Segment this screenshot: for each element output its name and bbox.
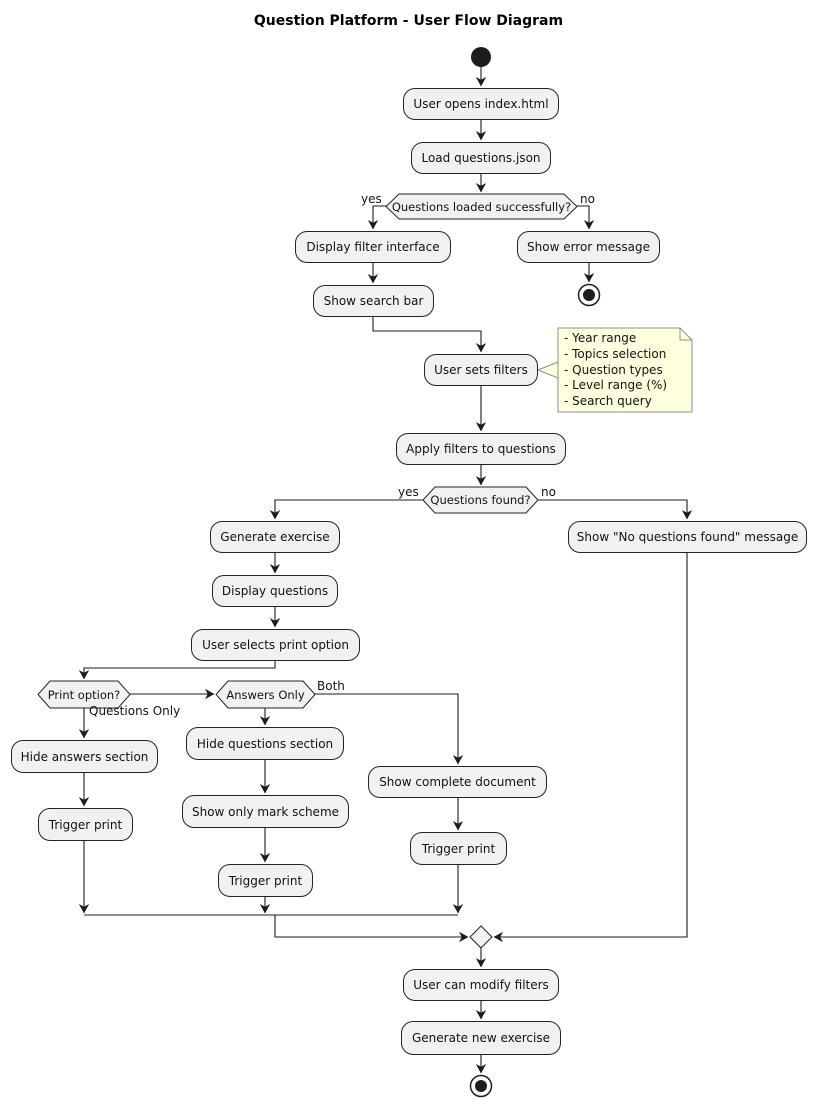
edge-label-found-no: no <box>541 485 556 499</box>
note-fold <box>679 328 692 341</box>
note-shape <box>557 327 693 413</box>
activity-show-error-message: Show error message <box>517 231 660 263</box>
activity-apply-filters: Apply filters to questions <box>396 433 566 465</box>
activity-user-sets-filters: User sets filters <box>424 354 538 386</box>
activity-trigger-print-left: Trigger print <box>38 808 133 841</box>
edge-label-questions-only: Questions Only <box>89 704 181 718</box>
diagram-title: Question Platform - User Flow Diagram <box>253 13 564 29</box>
decision-questions-found-shape <box>422 486 539 514</box>
activity-user-can-modify-filters: User can modify filters <box>403 969 559 1001</box>
activity-trigger-print-right: Trigger print <box>410 832 507 865</box>
note-connector <box>536 361 559 379</box>
edge-label-loaded-no: no <box>580 192 595 206</box>
activity-display-questions: Display questions <box>212 575 338 607</box>
decision-questions-found-label: Questions found? <box>430 493 531 507</box>
activity-show-only-mark-scheme: Show only mark scheme <box>182 795 349 828</box>
decision-answers-only-label: Answers Only <box>226 687 305 702</box>
activity-user-selects-print-option: User selects print option <box>191 629 360 661</box>
note-filters: - Year range - Topics selection - Questi… <box>564 331 668 409</box>
activity-load-questions-json: Load questions.json <box>411 142 551 174</box>
activity-user-opens-index: User opens index.html <box>403 88 559 120</box>
start-node <box>471 47 491 67</box>
activity-trigger-print-middle: Trigger print <box>218 864 313 897</box>
activity-generate-new-exercise: Generate new exercise <box>401 1021 561 1055</box>
end-node-error <box>577 283 601 307</box>
decision-questions-loaded-shape <box>385 193 578 220</box>
merge-diamond <box>469 925 493 949</box>
activity-show-complete-document: Show complete document <box>368 766 547 798</box>
decision-questions-loaded-label: Questions loaded successfully? <box>391 199 572 214</box>
activity-generate-exercise: Generate exercise <box>210 521 340 553</box>
end-node-final <box>469 1074 493 1098</box>
activity-hide-questions-section: Hide questions section <box>186 727 344 760</box>
edge-label-both: Both <box>317 679 345 693</box>
edges <box>78 67 693 1074</box>
activity-hide-answers-section: Hide answers section <box>11 740 158 773</box>
edge-label-found-yes: yes <box>398 485 419 499</box>
decision-print-option-shape <box>37 680 131 709</box>
edge-label-loaded-yes: yes <box>361 192 382 206</box>
activity-show-search-bar: Show search bar <box>313 285 434 317</box>
activity-no-questions-message: Show "No questions found" message <box>568 521 807 553</box>
decision-print-option-label: Print option? <box>47 687 121 702</box>
activity-display-filter-interface: Display filter interface <box>295 231 451 263</box>
decision-answers-only-shape <box>215 680 316 709</box>
